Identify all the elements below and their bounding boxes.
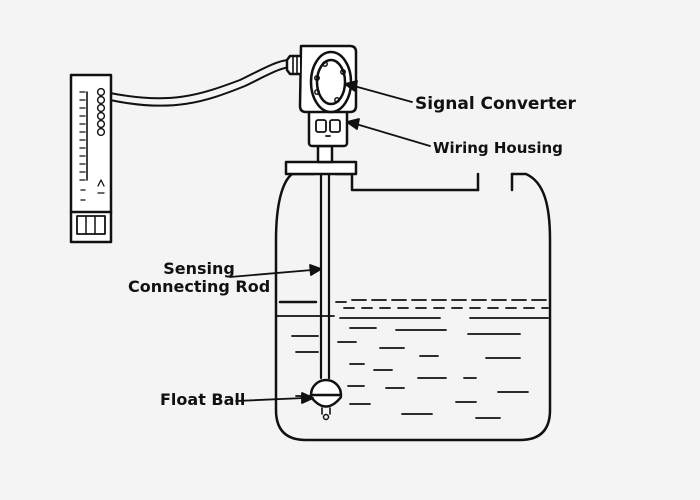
signal-converter-arrow: [353, 85, 413, 103]
indicator-arrow-icon: [97, 179, 105, 194]
signal-converter: [285, 44, 358, 114]
sensing-label-line2: Connecting Rod: [128, 276, 271, 296]
sensing-rod: [316, 144, 334, 380]
indicator-lamps: [96, 87, 106, 137]
signal-converter-label: Signal Converter: [415, 94, 576, 114]
mounting-flange: [284, 160, 358, 176]
sensing-rod-arrow: [229, 269, 313, 278]
signal-cable-2: [109, 65, 299, 107]
remote-indicator-panel: [69, 73, 113, 244]
signal-cable: [109, 58, 297, 100]
float-ball-label: Float Ball: [160, 390, 246, 409]
indicator-ticks: [79, 91, 86, 201]
wiring-housing: [307, 102, 349, 148]
wiring-housing-label: Wiring Housing: [433, 139, 563, 157]
sensing-connecting-rod-label: Sensing Connecting Rod: [128, 260, 270, 295]
leader-arrows: [229, 80, 431, 404]
sensing-rod-arrowhead: [309, 264, 322, 276]
wiring-housing-arrowhead: [346, 118, 360, 130]
sensing-label-line1: Sensing: [163, 259, 235, 278]
wiring-housing-arrow: [355, 123, 431, 147]
float-ball-arrow: [235, 397, 305, 402]
float-ball: [309, 378, 343, 421]
signal-converter-arrowhead: [344, 80, 358, 92]
float-ball-arrowhead: [301, 392, 314, 404]
